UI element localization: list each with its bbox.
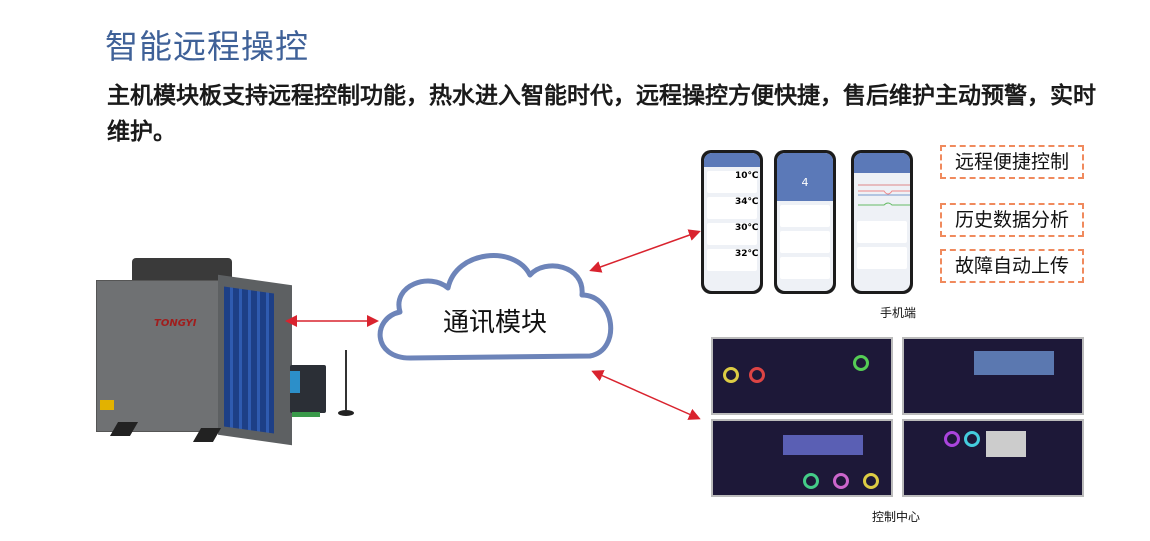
description: 主机模块板支持远程控制功能，热水进入智能时代，远程操控方便快捷，售后维护主动预警… <box>107 83 1096 145</box>
page-title: 智能远程操控 <box>105 27 309 66</box>
temp-reading: 10℃ <box>707 171 758 193</box>
heat-pump-unit: TONGYI <box>92 250 292 446</box>
phone-screen-device-list: 10℃ 34℃ 30℃ 32℃ <box>701 150 763 294</box>
cloud-icon <box>377 253 614 361</box>
arrow-cloud-dashboard <box>591 370 701 420</box>
phone-caption: 手机端 <box>880 306 917 320</box>
communication-module <box>290 365 326 417</box>
antenna-icon <box>345 350 347 410</box>
arrow-cloud-phone <box>589 229 701 273</box>
temp-reading: 30℃ <box>707 223 758 245</box>
dashboard-unit-detail <box>902 419 1084 497</box>
gauge-value: 4 <box>777 153 833 201</box>
dashboard-caption: 控制中心 <box>872 510 921 524</box>
feature-fault-upload: 故障自动上传 <box>940 249 1084 283</box>
temp-reading: 32℃ <box>707 249 758 271</box>
history-line-chart <box>858 184 910 206</box>
dashboard-plant-layout <box>902 337 1084 415</box>
dashboard-equipment-3d <box>711 419 893 497</box>
phone-screen-history-chart <box>851 150 913 294</box>
phone-screen-gauge: 4 <box>774 150 836 294</box>
temp-reading: 34℃ <box>707 197 758 219</box>
feature-remote-control: 远程便捷控制 <box>940 145 1084 179</box>
brand-logo: TONGYI <box>154 318 197 329</box>
cloud-label: 通讯模块 <box>443 308 548 338</box>
dashboard-map <box>711 337 893 415</box>
feature-history-analysis: 历史数据分析 <box>940 203 1084 237</box>
